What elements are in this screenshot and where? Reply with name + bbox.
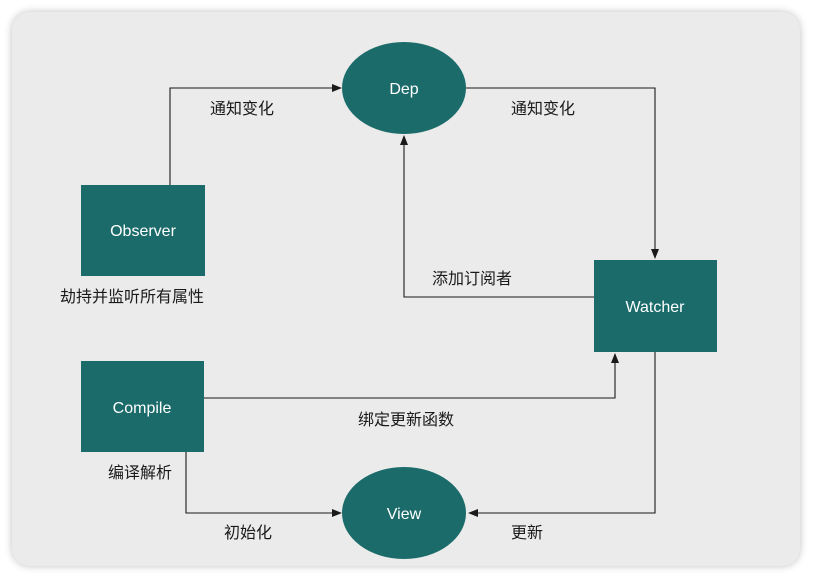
dep-label: Dep <box>389 81 418 98</box>
compile-node <box>81 361 204 452</box>
view-label: View <box>387 506 422 523</box>
edge-compile-to-watcher <box>204 353 619 399</box>
label-compile-to-watcher: 绑定更新函数 <box>358 410 454 429</box>
observer-node <box>81 185 205 276</box>
edge-compile-to-view <box>185 452 342 517</box>
label-observer-to-dep: 通知变化 <box>210 99 274 118</box>
watcher-label: Watcher <box>626 299 686 316</box>
observer-caption: 劫持并监听所有属性 <box>60 287 204 306</box>
label-dep-to-watcher: 通知变化 <box>511 99 575 118</box>
label-watcher-to-view: 更新 <box>511 523 543 542</box>
edge-dep-to-watcher <box>466 87 659 259</box>
edge-watcher-to-view <box>468 352 656 517</box>
view-node <box>342 467 466 559</box>
observer-label: Observer <box>110 223 176 240</box>
edge-watcher-to-dep <box>400 135 594 298</box>
watcher-node <box>594 260 717 352</box>
compile-label: Compile <box>113 400 172 417</box>
edge-observer-to-dep <box>169 84 342 185</box>
label-compile-to-view: 初始化 <box>224 523 272 542</box>
dep-node <box>342 42 466 134</box>
compile-caption: 编译解析 <box>108 463 172 482</box>
label-watcher-to-dep: 添加订阅者 <box>432 269 512 288</box>
